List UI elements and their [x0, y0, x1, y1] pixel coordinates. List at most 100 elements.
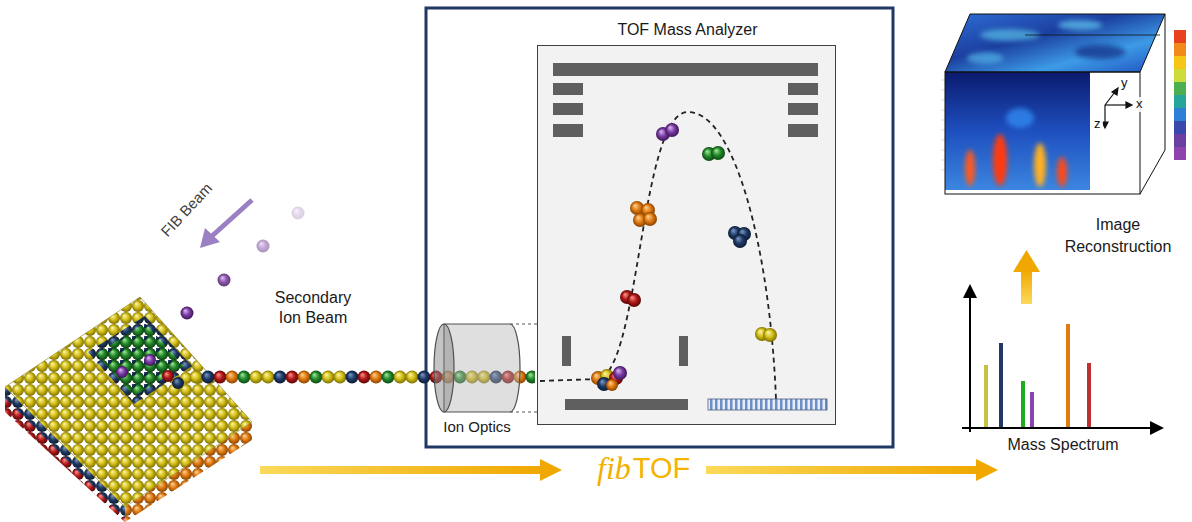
depth-color-strip-rect: [1174, 134, 1186, 147]
axis-label: x: [1134, 97, 1145, 112]
electrode-plates-rect: [788, 124, 818, 137]
purple-ion-circle: [665, 123, 679, 137]
mixed-ion-packet-circle: [613, 366, 627, 380]
purple-ion: [656, 123, 679, 141]
depth-color-strip-rect: [1174, 121, 1186, 134]
depth-slice-texture-ellipse: [1057, 157, 1067, 187]
detector: [708, 399, 827, 410]
electrode-plates: [553, 63, 818, 410]
electrode-plates-rect: [788, 83, 818, 95]
depth-slice-texture-ellipse: [1034, 143, 1046, 187]
depth-color-strip-rect: [1174, 147, 1186, 160]
cube-wireframe-polygon: [945, 14, 1165, 72]
orange-ion: [630, 201, 657, 227]
peak: [1066, 324, 1070, 427]
step-label: Image Reconstruction: [1048, 214, 1188, 258]
arrowhead: [976, 459, 998, 481]
red-ion-circle: [627, 293, 641, 307]
depth-color-strip-rect: [1174, 69, 1186, 82]
arrowhead: [1013, 250, 1040, 272]
axis-triad-line: [1104, 105, 1105, 124]
axis-arrowhead: [963, 284, 977, 298]
depth-color-strip: [1174, 30, 1186, 160]
navy-atom: [172, 377, 184, 389]
slice-edges-line: [941, 90, 945, 91]
slice-edges: [941, 80, 945, 170]
cylinder-face: [434, 324, 454, 412]
fib-ion: [257, 240, 270, 253]
slice-edges-line: [941, 130, 945, 131]
electrode-plates-rect: [553, 124, 583, 137]
electrode-plates-rect: [788, 103, 818, 115]
slice-edges-line: [941, 140, 945, 141]
peak: [1030, 392, 1034, 427]
fib-ion: [292, 207, 305, 220]
axis-label: y: [1119, 76, 1130, 91]
logo-part: fib: [597, 450, 631, 487]
axis-triad-line: [1105, 104, 1128, 105]
slice-edges-line: [941, 100, 945, 101]
crater-floor: [88, 316, 192, 404]
process-arrows: [260, 250, 1040, 481]
slice-edges-line: [941, 80, 945, 81]
logo-part: TOF: [633, 452, 690, 485]
crater-layer: [96, 323, 184, 396]
electrode-plates-rect: [679, 336, 688, 366]
beam-label: Secondary Ion Beam: [263, 288, 363, 328]
fib-arrowhead: [200, 228, 220, 248]
peak: [1021, 381, 1025, 427]
red-atom: [162, 370, 174, 382]
top-slice-texture-ellipse: [967, 52, 1003, 64]
cube-wireframe: [945, 14, 1165, 194]
cube-wireframe-rect: [945, 72, 1140, 194]
arrow-shaft: [260, 466, 542, 474]
ion-trajectory: [540, 112, 776, 399]
purple-atom: [144, 354, 156, 366]
depth-slice-texture: [965, 108, 1067, 187]
fib-ion: [181, 307, 194, 320]
depth-slice-texture-ellipse: [993, 134, 1007, 186]
y-axis: [969, 296, 971, 432]
depth-color-strip-rect: [1174, 95, 1186, 108]
electrode-plates-rect: [562, 336, 571, 366]
axis-label: z: [1092, 117, 1103, 132]
slab-top: [5, 297, 252, 507]
top-slice-texture-ellipse: [1075, 45, 1125, 59]
fib-arrow-shaft: [212, 200, 252, 236]
top-slice-texture: [967, 20, 1125, 64]
electrode-plates-rect: [565, 399, 688, 410]
yellow-ion: [755, 327, 777, 342]
slice-edges-line: [941, 110, 945, 111]
panel-heading: TOF Mass Analyzer: [617, 20, 757, 39]
axis-triad: [1102, 88, 1132, 128]
mixed-ion-packet: [591, 366, 627, 391]
electrode-plates-rect: [553, 83, 583, 95]
instrument-frame: [426, 8, 893, 447]
chart-title: Mass Spectrum: [1007, 436, 1118, 454]
red-ion: [620, 290, 641, 307]
depth-color-strip-rect: [1174, 82, 1186, 95]
fib-ion: [218, 274, 231, 287]
slice-edges-line: [941, 170, 945, 171]
slice-edges-line: [941, 120, 945, 121]
green-ion: [702, 146, 725, 161]
arrow-shaft: [1021, 270, 1032, 304]
top-slice: [945, 14, 1165, 72]
axis-triad-line: [1105, 92, 1115, 105]
top-slice-texture-ellipse: [1058, 20, 1102, 30]
axis-triad-polygon: [1112, 88, 1118, 95]
peak: [999, 343, 1003, 427]
image-cube: [941, 14, 1186, 194]
slice-edges-line: [941, 160, 945, 161]
sample-slab: [5, 297, 252, 522]
peak: [984, 365, 988, 427]
peak: [1087, 363, 1091, 427]
depth-slice-texture-ellipse: [965, 150, 975, 186]
orange-ion-circle: [643, 212, 657, 226]
yellow-ion-circle: [763, 328, 777, 342]
ion-optics-cylinder: Ion Optics: [432, 322, 522, 414]
electrode-plates-rect: [553, 103, 583, 115]
depth-slice-texture-ellipse: [1006, 108, 1034, 128]
cube-wireframe-line: [1025, 35, 1160, 36]
